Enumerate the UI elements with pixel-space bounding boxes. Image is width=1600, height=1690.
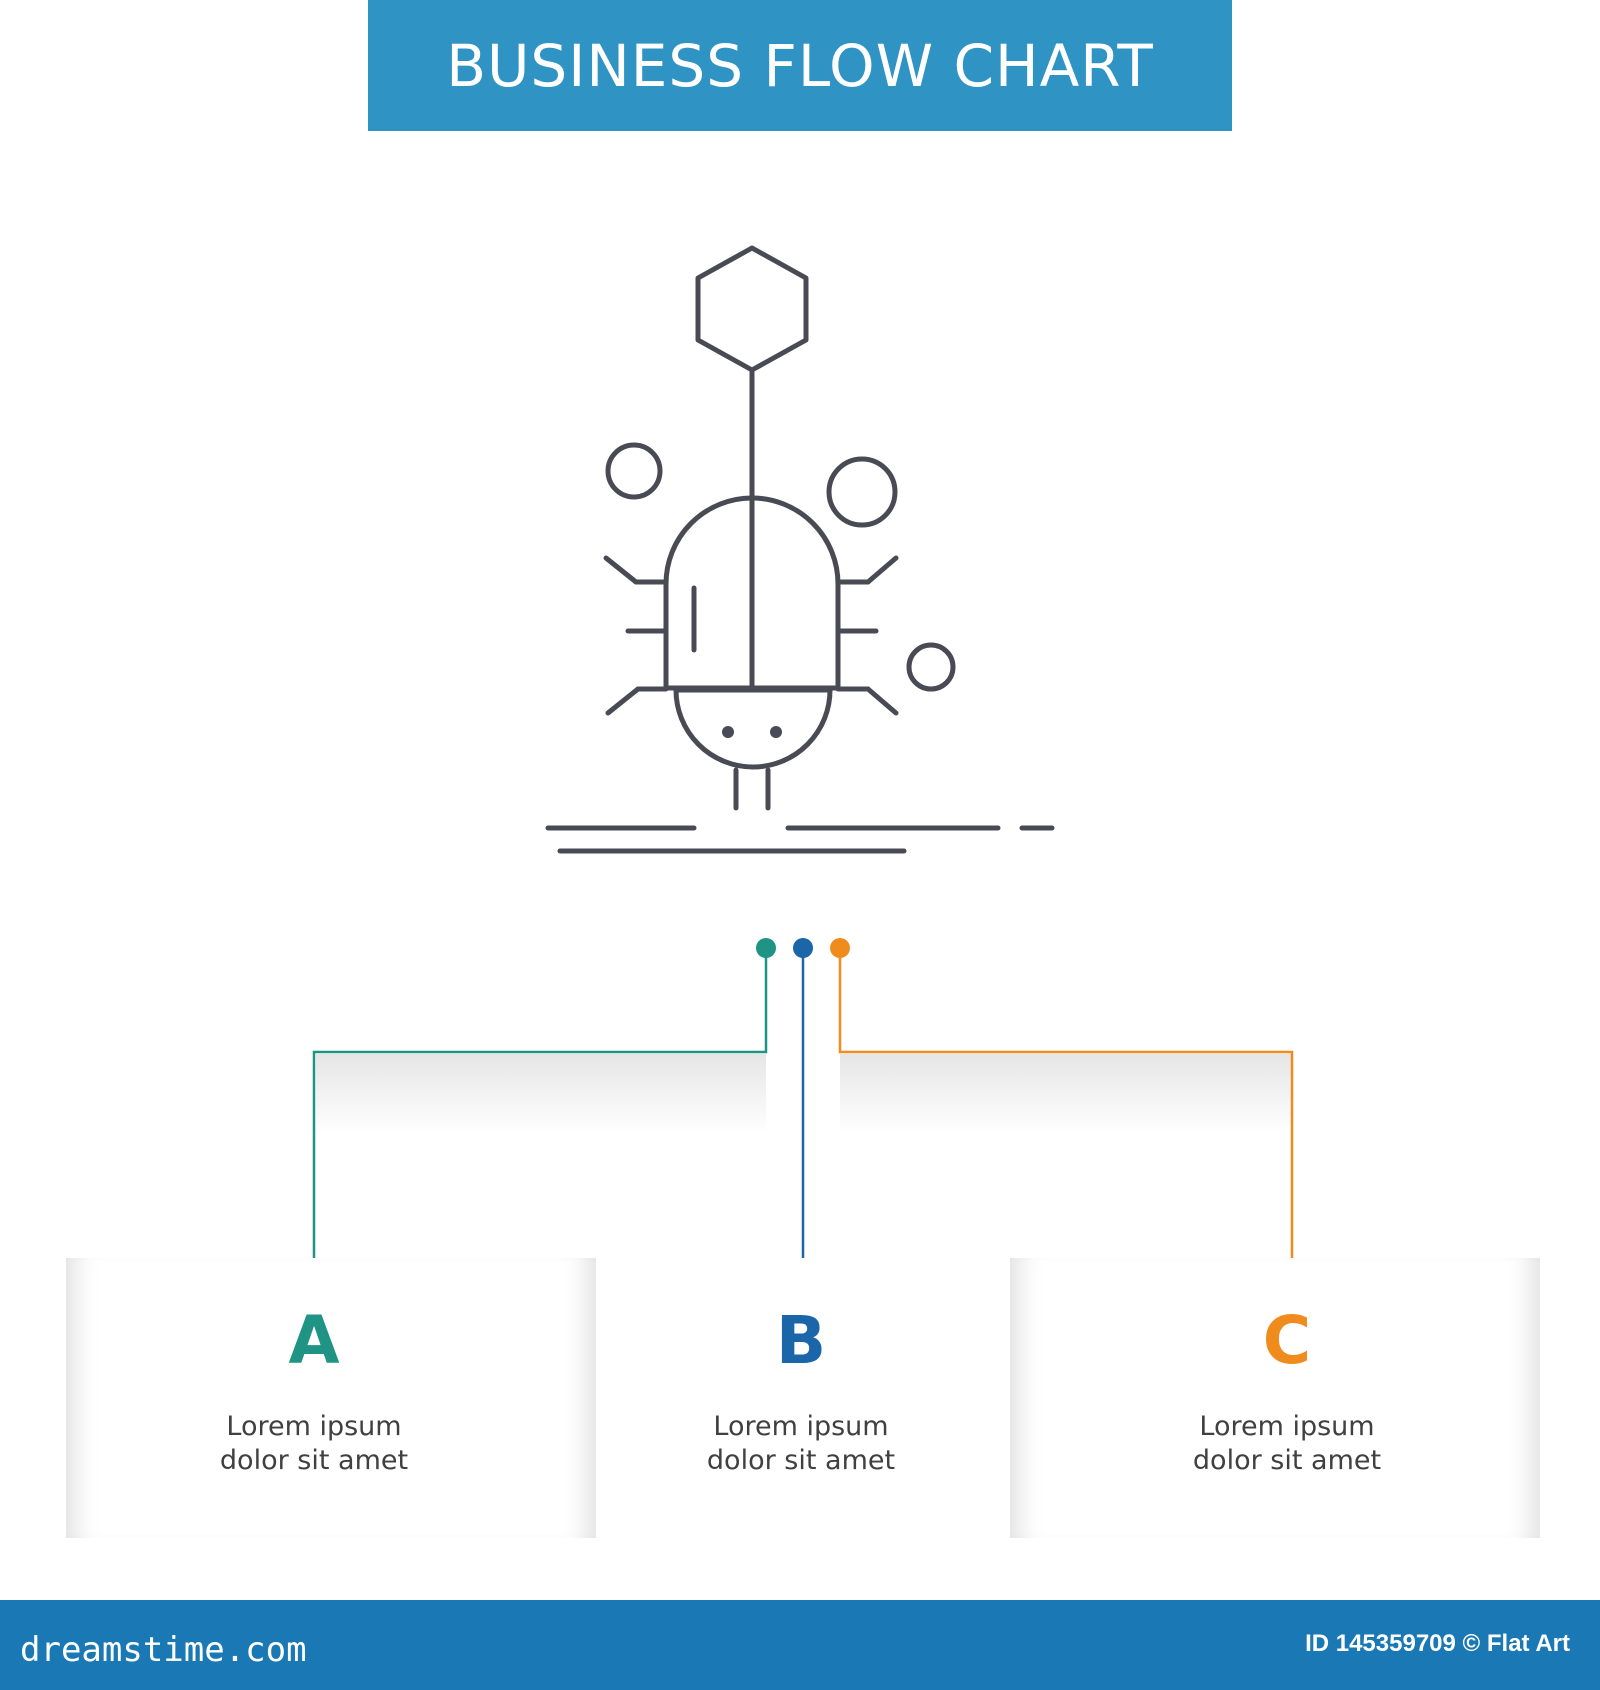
step-text-b: Lorem ipsum dolor sit amet <box>641 1410 961 1478</box>
title-banner: BUSINESS FLOW CHART <box>368 0 1232 131</box>
bug-body <box>663 495 841 691</box>
step-text-b-line2: dolor sit amet <box>706 1445 896 1476</box>
bubble-left <box>605 442 663 500</box>
eye-right <box>770 726 782 738</box>
step-text-c-line2: dolor sit amet <box>1192 1445 1382 1476</box>
bubble-right <box>826 456 898 528</box>
step-box-a <box>66 1258 596 1538</box>
bubble-small <box>906 642 956 692</box>
dot-c <box>830 938 850 958</box>
page-title: BUSINESS FLOW CHART <box>446 31 1154 100</box>
step-text-a-line2: dolor sit amet <box>219 1445 409 1476</box>
footer-image-id: ID 145359709 © Flat Art <box>1305 1630 1570 1657</box>
step-text-a: Lorem ipsum dolor sit amet <box>154 1410 474 1478</box>
step-text-b-line1: Lorem ipsum <box>713 1411 889 1442</box>
step-box-b <box>596 1258 1010 1538</box>
connector-c <box>838 950 1294 1276</box>
step-box-c <box>1010 1258 1540 1538</box>
bug-head <box>673 687 833 770</box>
dot-a <box>756 938 776 958</box>
leg-top-right-2 <box>865 555 899 585</box>
shadow-band-left <box>316 1054 766 1134</box>
leg-top-left-1 <box>603 555 639 585</box>
flow-connectors <box>312 938 1294 1276</box>
step-text-a-line1: Lorem ipsum <box>226 1411 402 1442</box>
step-letter-c: C <box>1262 1302 1312 1379</box>
step-text-c: Lorem ipsum dolor sit amet <box>1127 1410 1447 1478</box>
step-letter-a: A <box>288 1302 340 1379</box>
dot-b <box>793 938 813 958</box>
bug-hexagon-icon <box>545 245 1055 854</box>
eye-left <box>722 726 734 738</box>
leg-bot-right-2 <box>865 686 899 716</box>
step-text-c-line1: Lorem ipsum <box>1199 1411 1375 1442</box>
shadow-band-right <box>840 1054 1292 1134</box>
leg-bot-left-1 <box>605 686 641 716</box>
connector-a <box>312 950 768 1276</box>
step-letter-b: B <box>775 1302 827 1379</box>
footer-brand[interactable]: dreamstime.com <box>20 1630 307 1670</box>
footer-bar: dreamstime.com ID 145359709 © Flat Art <box>0 1600 1600 1690</box>
